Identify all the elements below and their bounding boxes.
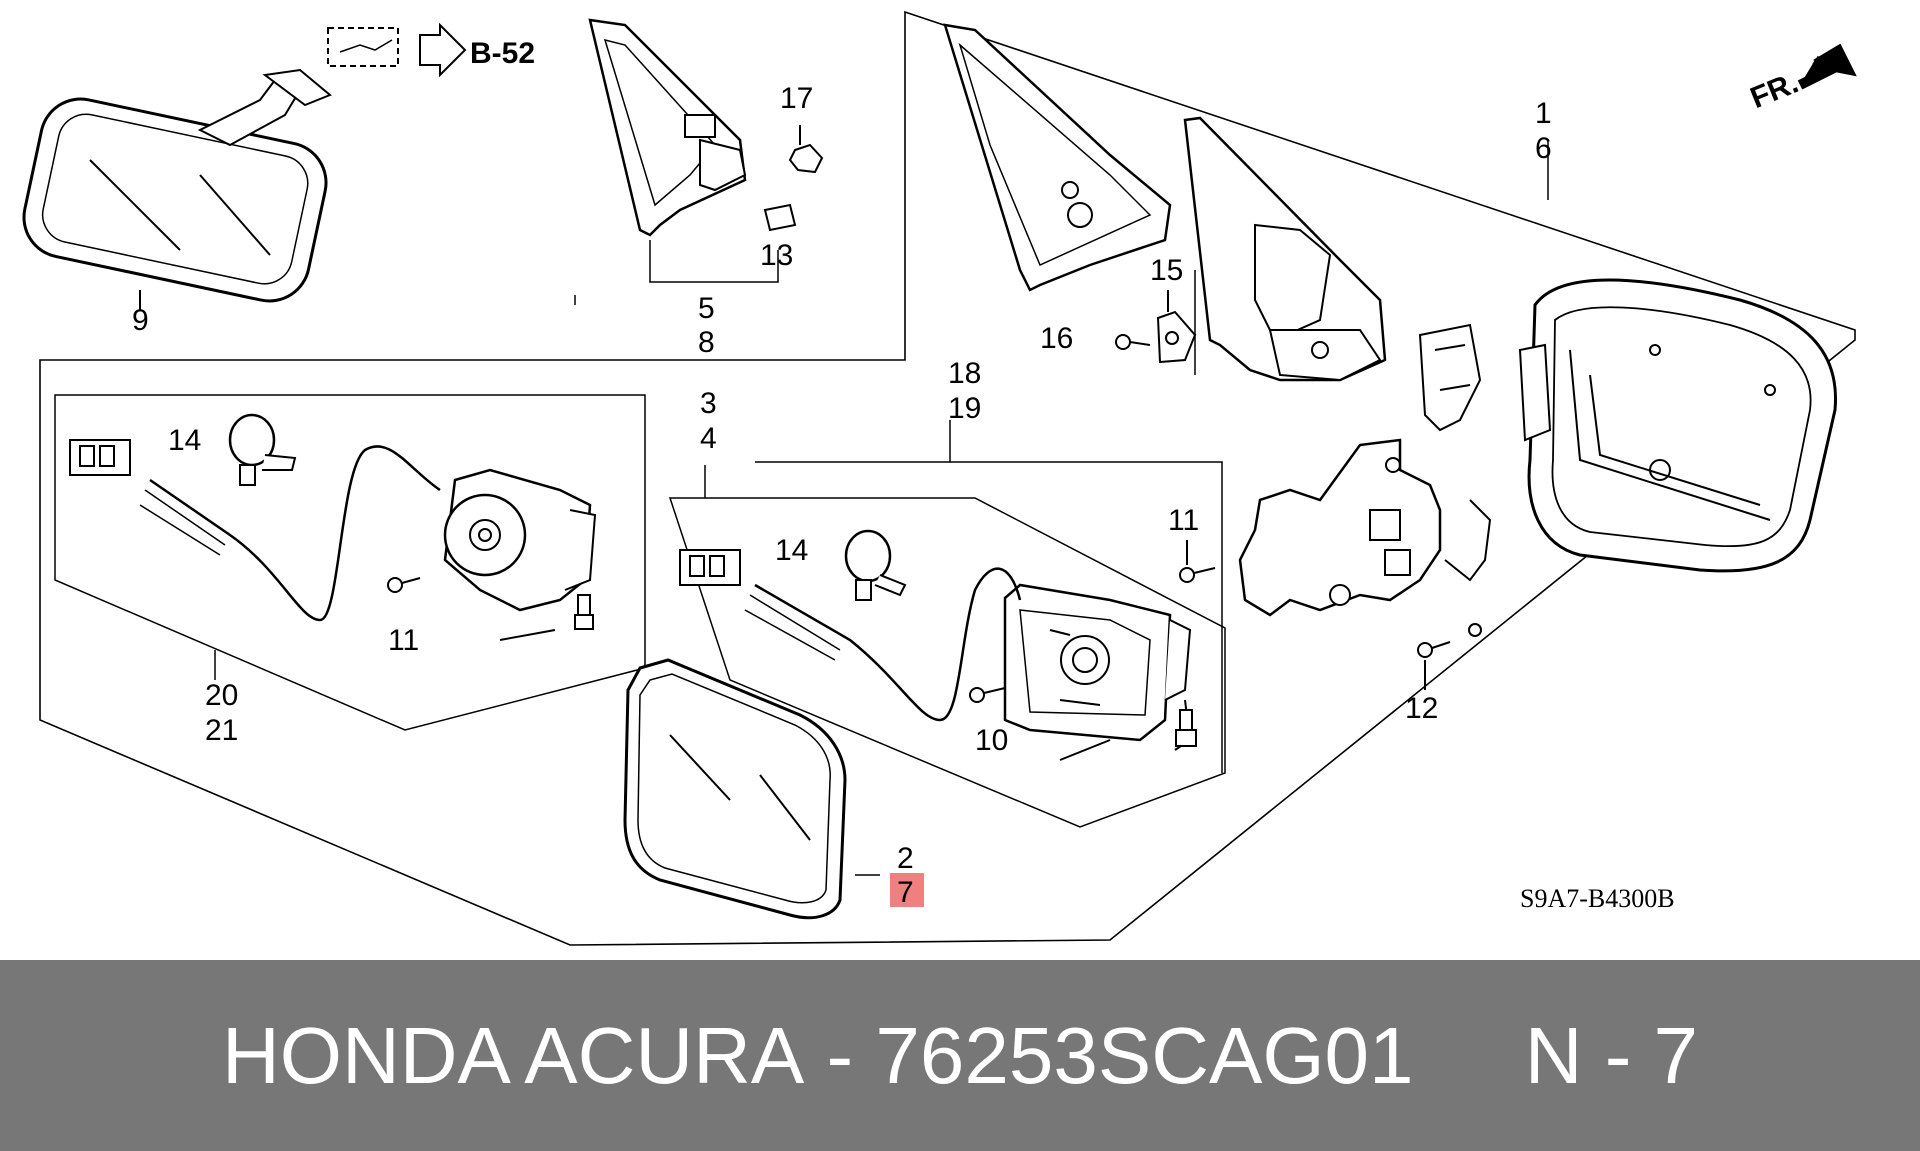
- brand-name: HONDA ACURA: [221, 1010, 805, 1100]
- callout-6: 6: [1535, 132, 1552, 165]
- callout-1: 1: [1535, 97, 1552, 130]
- clip-17: [788, 125, 824, 174]
- screw-16: [1115, 334, 1151, 350]
- direction-arrow: [1797, 43, 1857, 90]
- housing-clip: [1418, 323, 1482, 432]
- callout-7: 7: [897, 876, 914, 909]
- callout-21: 21: [205, 714, 238, 747]
- mirror-garnish: [588, 18, 747, 237]
- callout-18: 18: [948, 357, 981, 390]
- see-reference: [327, 22, 467, 78]
- band-14-right: [844, 529, 907, 601]
- screw-11-left: [387, 577, 421, 593]
- bracket-5-8: [649, 240, 779, 283]
- callout-5: 5: [698, 292, 715, 325]
- spacer: [1414, 1010, 1525, 1102]
- callout-9: 9: [132, 304, 149, 337]
- callout-8: 8: [698, 326, 715, 359]
- callout-11-left: 11: [388, 624, 419, 657]
- actuator-bracket: [1238, 438, 1492, 637]
- callout-19: 19: [948, 392, 981, 425]
- mirror-glass: [623, 658, 847, 920]
- bolt-right: [1175, 709, 1197, 747]
- callout-16: 16: [1040, 322, 1073, 355]
- band-14-left: [228, 413, 297, 486]
- separator: -: [804, 1010, 876, 1100]
- part-number: 76253SCAG01: [875, 1010, 1414, 1100]
- callout-11-right: 11: [1168, 504, 1199, 537]
- callout-2: 2: [897, 842, 914, 875]
- callout-4: 4: [700, 422, 717, 455]
- assembly-boundary: [39, 10, 1856, 946]
- callout-15: 15: [1150, 254, 1183, 287]
- rearview-mirror: [22, 68, 332, 310]
- clip-15: [1156, 290, 1197, 364]
- screw-12: [1417, 641, 1451, 690]
- door-bracket: [943, 23, 1172, 292]
- callout-17: 17: [780, 82, 813, 115]
- callout-13: 13: [760, 239, 793, 272]
- screw-10: [969, 687, 1006, 703]
- footer-bar: HONDA ACURA - 76253SCAG01 N - 7: [0, 960, 1920, 1151]
- direction-label: FR.: [1746, 66, 1803, 115]
- harness-right: [668, 497, 1226, 828]
- callout-20: 20: [205, 679, 238, 712]
- callout-10: 10: [975, 724, 1008, 757]
- screw-11-right: [1179, 540, 1216, 583]
- callout-12: 12: [1405, 692, 1438, 725]
- footer-caption: HONDA ACURA - 76253SCAG01 N - 7: [0, 960, 1920, 1151]
- mirror-base: [1183, 116, 1387, 382]
- reference-code: S9A7-B4300B: [1520, 884, 1675, 913]
- callout-14-left: 14: [168, 424, 201, 457]
- callout-14-right: 14: [775, 534, 808, 567]
- parts-diagram: 1 6 17 13 5 8 9 15 16 18 19 3 4 14 14 11…: [22, 10, 1857, 946]
- callout-3: 3: [700, 387, 717, 420]
- see-reference-label: B-52: [470, 37, 535, 70]
- clip-13: [763, 203, 797, 232]
- actuator-left: [54, 394, 646, 731]
- mirror-housing: [1518, 278, 1838, 573]
- diagram-position: N - 7: [1524, 1010, 1699, 1100]
- highlight-box: [890, 873, 924, 907]
